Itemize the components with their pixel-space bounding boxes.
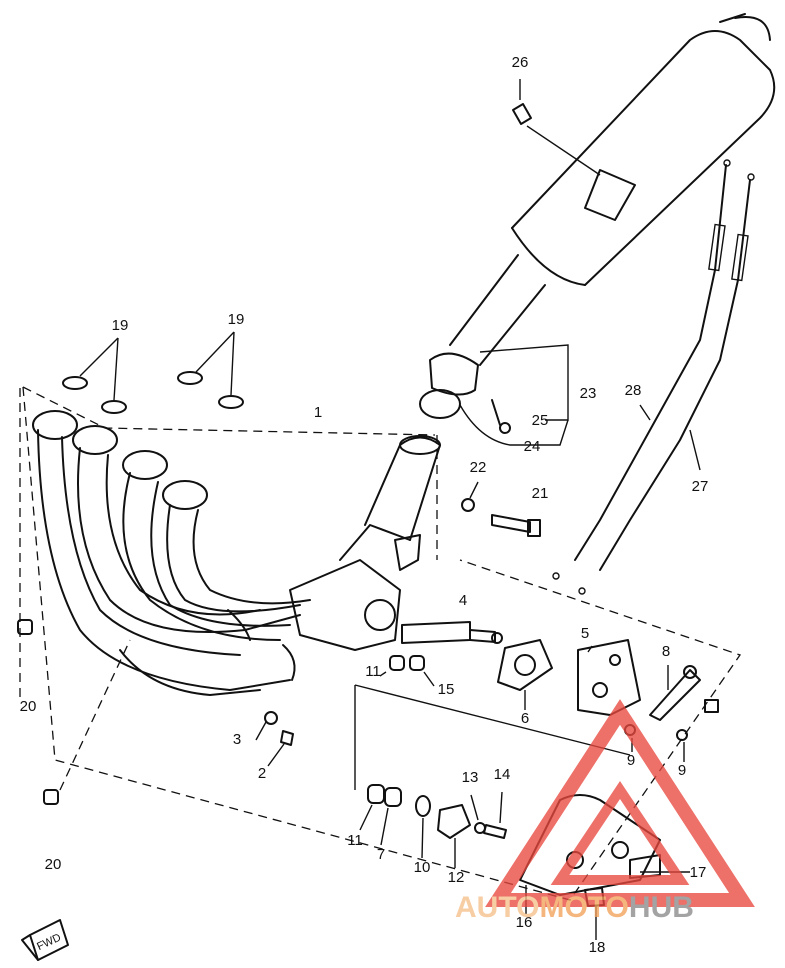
watermark-triangle-icon [485, 699, 755, 907]
callout-20b: 20 [45, 856, 62, 873]
gaskets [62, 331, 244, 414]
callout-9a: 9 [627, 752, 635, 769]
callout-10: 10 [414, 859, 431, 876]
callout-5: 5 [581, 625, 589, 642]
callout-20a: 20 [20, 698, 37, 715]
callout-28: 28 [625, 382, 642, 399]
muffler-assembly [419, 13, 776, 446]
callout-2: 2 [258, 765, 266, 782]
callout-23: 23 [580, 385, 597, 402]
callout-6: 6 [521, 710, 529, 727]
callout-8: 8 [662, 643, 670, 660]
watermark-text-auto: AUTO [455, 891, 539, 924]
fwd-arrow: FWD [21, 919, 69, 961]
callout-11b: 11 [347, 832, 363, 849]
svg-text:AUTOMOTOHUB: AUTOMOTOHUB [455, 891, 694, 924]
callout-26: 26 [512, 54, 529, 71]
callout-3: 3 [233, 731, 241, 748]
automotohub-watermark: AUTOMOTOHUB [455, 699, 755, 924]
callout-24: 24 [524, 438, 541, 455]
callout-22: 22 [470, 459, 487, 476]
callout-21: 21 [532, 485, 549, 502]
throttle-cables [552, 159, 755, 595]
callout-17: 17 [690, 864, 707, 881]
watermark-text-moto: MOTO [539, 891, 628, 924]
callout-4: 4 [459, 592, 467, 609]
callout-16: 16 [516, 914, 533, 931]
callout-19b: 19 [228, 311, 245, 328]
callout-18: 18 [589, 939, 606, 956]
callout-11a: 11 [365, 663, 381, 680]
callout-7: 7 [377, 846, 385, 863]
callout-1: 1 [314, 404, 322, 421]
callout-9b: 9 [678, 762, 686, 779]
watermark-inner-triangle-icon [550, 780, 690, 885]
callout-27: 27 [692, 478, 709, 495]
watermark-text-hub: HUB [629, 891, 694, 924]
small-parts [255, 481, 631, 868]
callout-14: 14 [494, 766, 511, 783]
callout-12: 12 [448, 869, 465, 886]
callout-25: 25 [532, 412, 549, 429]
exhaust-headers [17, 410, 441, 805]
callout-15: 15 [438, 681, 455, 698]
callout-19a: 19 [112, 317, 129, 334]
callout-13: 13 [462, 769, 479, 786]
